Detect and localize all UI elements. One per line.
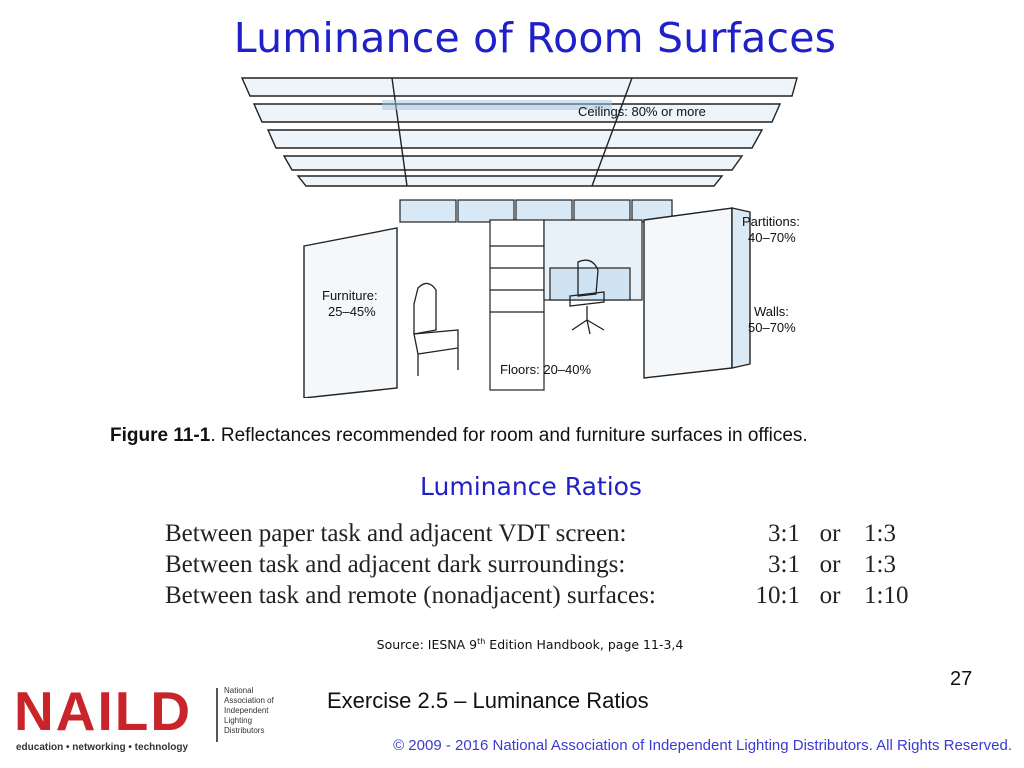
ceiling-grid <box>240 77 798 187</box>
label-ceilings: Ceilings: 80% or more <box>578 104 706 119</box>
label-furniture-1: Furniture: <box>322 288 378 303</box>
label-walls-1: Walls: <box>754 304 789 319</box>
label-furniture-2: 25–45% <box>328 304 376 319</box>
ratio-or: or <box>819 519 841 547</box>
page-number: 27 <box>950 668 973 690</box>
ratio-inverse: 1:3 <box>864 519 896 547</box>
label-walls-2: 50–70% <box>748 320 796 335</box>
ratio-label: Between task and adjacent dark surroundi… <box>165 550 626 578</box>
ratio-table: Between paper task and adjacent VDT scre… <box>165 518 924 611</box>
ratio-inverse: 1:3 <box>864 550 896 578</box>
logo-org-line: Association of <box>224 696 274 705</box>
ratio-value: 3:1 <box>768 550 800 578</box>
section-subtitle: Luminance Ratios <box>420 472 642 501</box>
logo-org-line: Distributors <box>224 726 265 735</box>
figure-caption: Figure 11-1. Reflectances recommended fo… <box>110 425 808 447</box>
copyright-notice: © 2009 - 2016 National Association of In… <box>393 737 1012 754</box>
ratio-value: 10:1 <box>755 581 800 609</box>
ratio-label: Between paper task and adjacent VDT scre… <box>165 519 627 547</box>
label-floors: Floors: 20–40% <box>500 362 591 377</box>
source-citation: Source: IESNA 9th Edition Handbook, page… <box>0 637 1024 652</box>
office-drawing: Ceilings: 80% or more Partitions: 40–70%… <box>240 77 800 399</box>
logo-org-line: Lighting <box>224 716 253 725</box>
ratio-inverse: 1:10 <box>864 581 909 609</box>
exercise-title: Exercise 2.5 – Luminance Ratios <box>327 688 649 713</box>
naild-logo: NAILD education • networking • technolog… <box>14 684 284 760</box>
caption-figure-number: Figure 11-1 <box>110 425 211 446</box>
ratio-row: Between task and adjacent dark surroundi… <box>165 549 924 580</box>
caption-text: . Reflectances recommended for room and … <box>210 425 808 446</box>
ratio-value: 3:1 <box>768 519 800 547</box>
logo-org-line: National <box>224 686 254 695</box>
ratio-or: or <box>819 550 841 578</box>
ratio-row: Between paper task and adjacent VDT scre… <box>165 518 924 549</box>
label-partitions-2: 40–70% <box>748 230 796 245</box>
source-suffix: Edition Handbook, page 11-3,4 <box>485 637 684 653</box>
ratio-row: Between task and remote (nonadjacent) su… <box>165 580 924 611</box>
office-illustration: Ceilings: 80% or more Partitions: 40–70%… <box>232 68 812 399</box>
logo-org-name: National Association of Independent Ligh… <box>224 686 284 736</box>
label-partitions-1: Partitions: <box>742 214 800 229</box>
source-prefix: Source: IESNA 9 <box>376 637 478 653</box>
logo-org-line: Independent <box>224 706 269 715</box>
logo-wordmark: NAILD <box>14 680 193 742</box>
slide-title: Luminance of Room Surfaces <box>233 14 837 62</box>
logo-divider <box>216 688 218 742</box>
ratio-or: or <box>819 581 841 609</box>
ratio-label: Between task and remote (nonadjacent) su… <box>165 581 656 609</box>
source-sup: th <box>477 637 486 646</box>
logo-tagline: education • networking • technology <box>16 742 189 753</box>
